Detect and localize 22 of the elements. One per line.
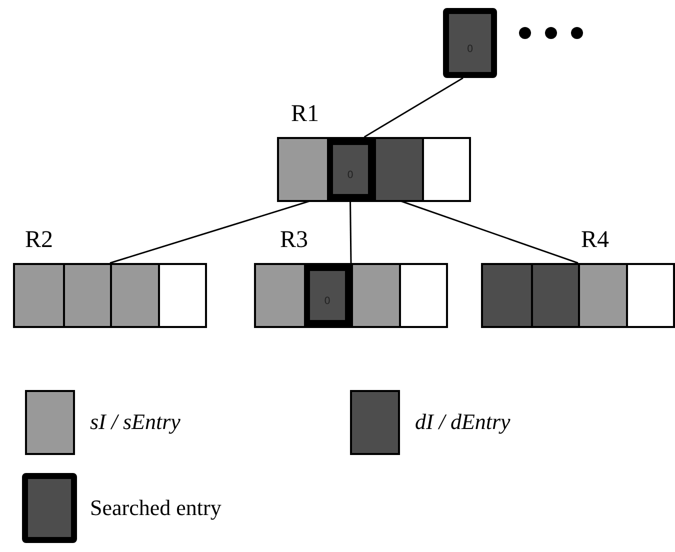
entry-cell [530,265,578,326]
entry-cell [351,265,398,326]
entry-cell [374,139,422,200]
node-label: R4 [581,227,610,253]
searched-entry-cell [326,139,374,200]
searched-entry-cell [304,265,351,326]
node-label: R2 [25,227,54,253]
legend-text: Searched entry [90,495,222,521]
node-label: R1 [291,101,320,127]
searched-entry-cell [443,8,497,78]
node-label: R3 [280,227,308,253]
entry-cell [15,265,62,326]
legend-text: sI / sEntry [90,409,180,435]
entry-cell [279,139,326,200]
entry-cell [110,265,158,326]
connector-line [364,77,464,138]
entry-cell [256,265,304,326]
entry-cell [578,265,626,326]
entry-cell [62,265,110,326]
entry-cell [483,265,530,326]
connector-line [350,200,352,263]
legend-text: dI / dEntry [415,409,510,435]
